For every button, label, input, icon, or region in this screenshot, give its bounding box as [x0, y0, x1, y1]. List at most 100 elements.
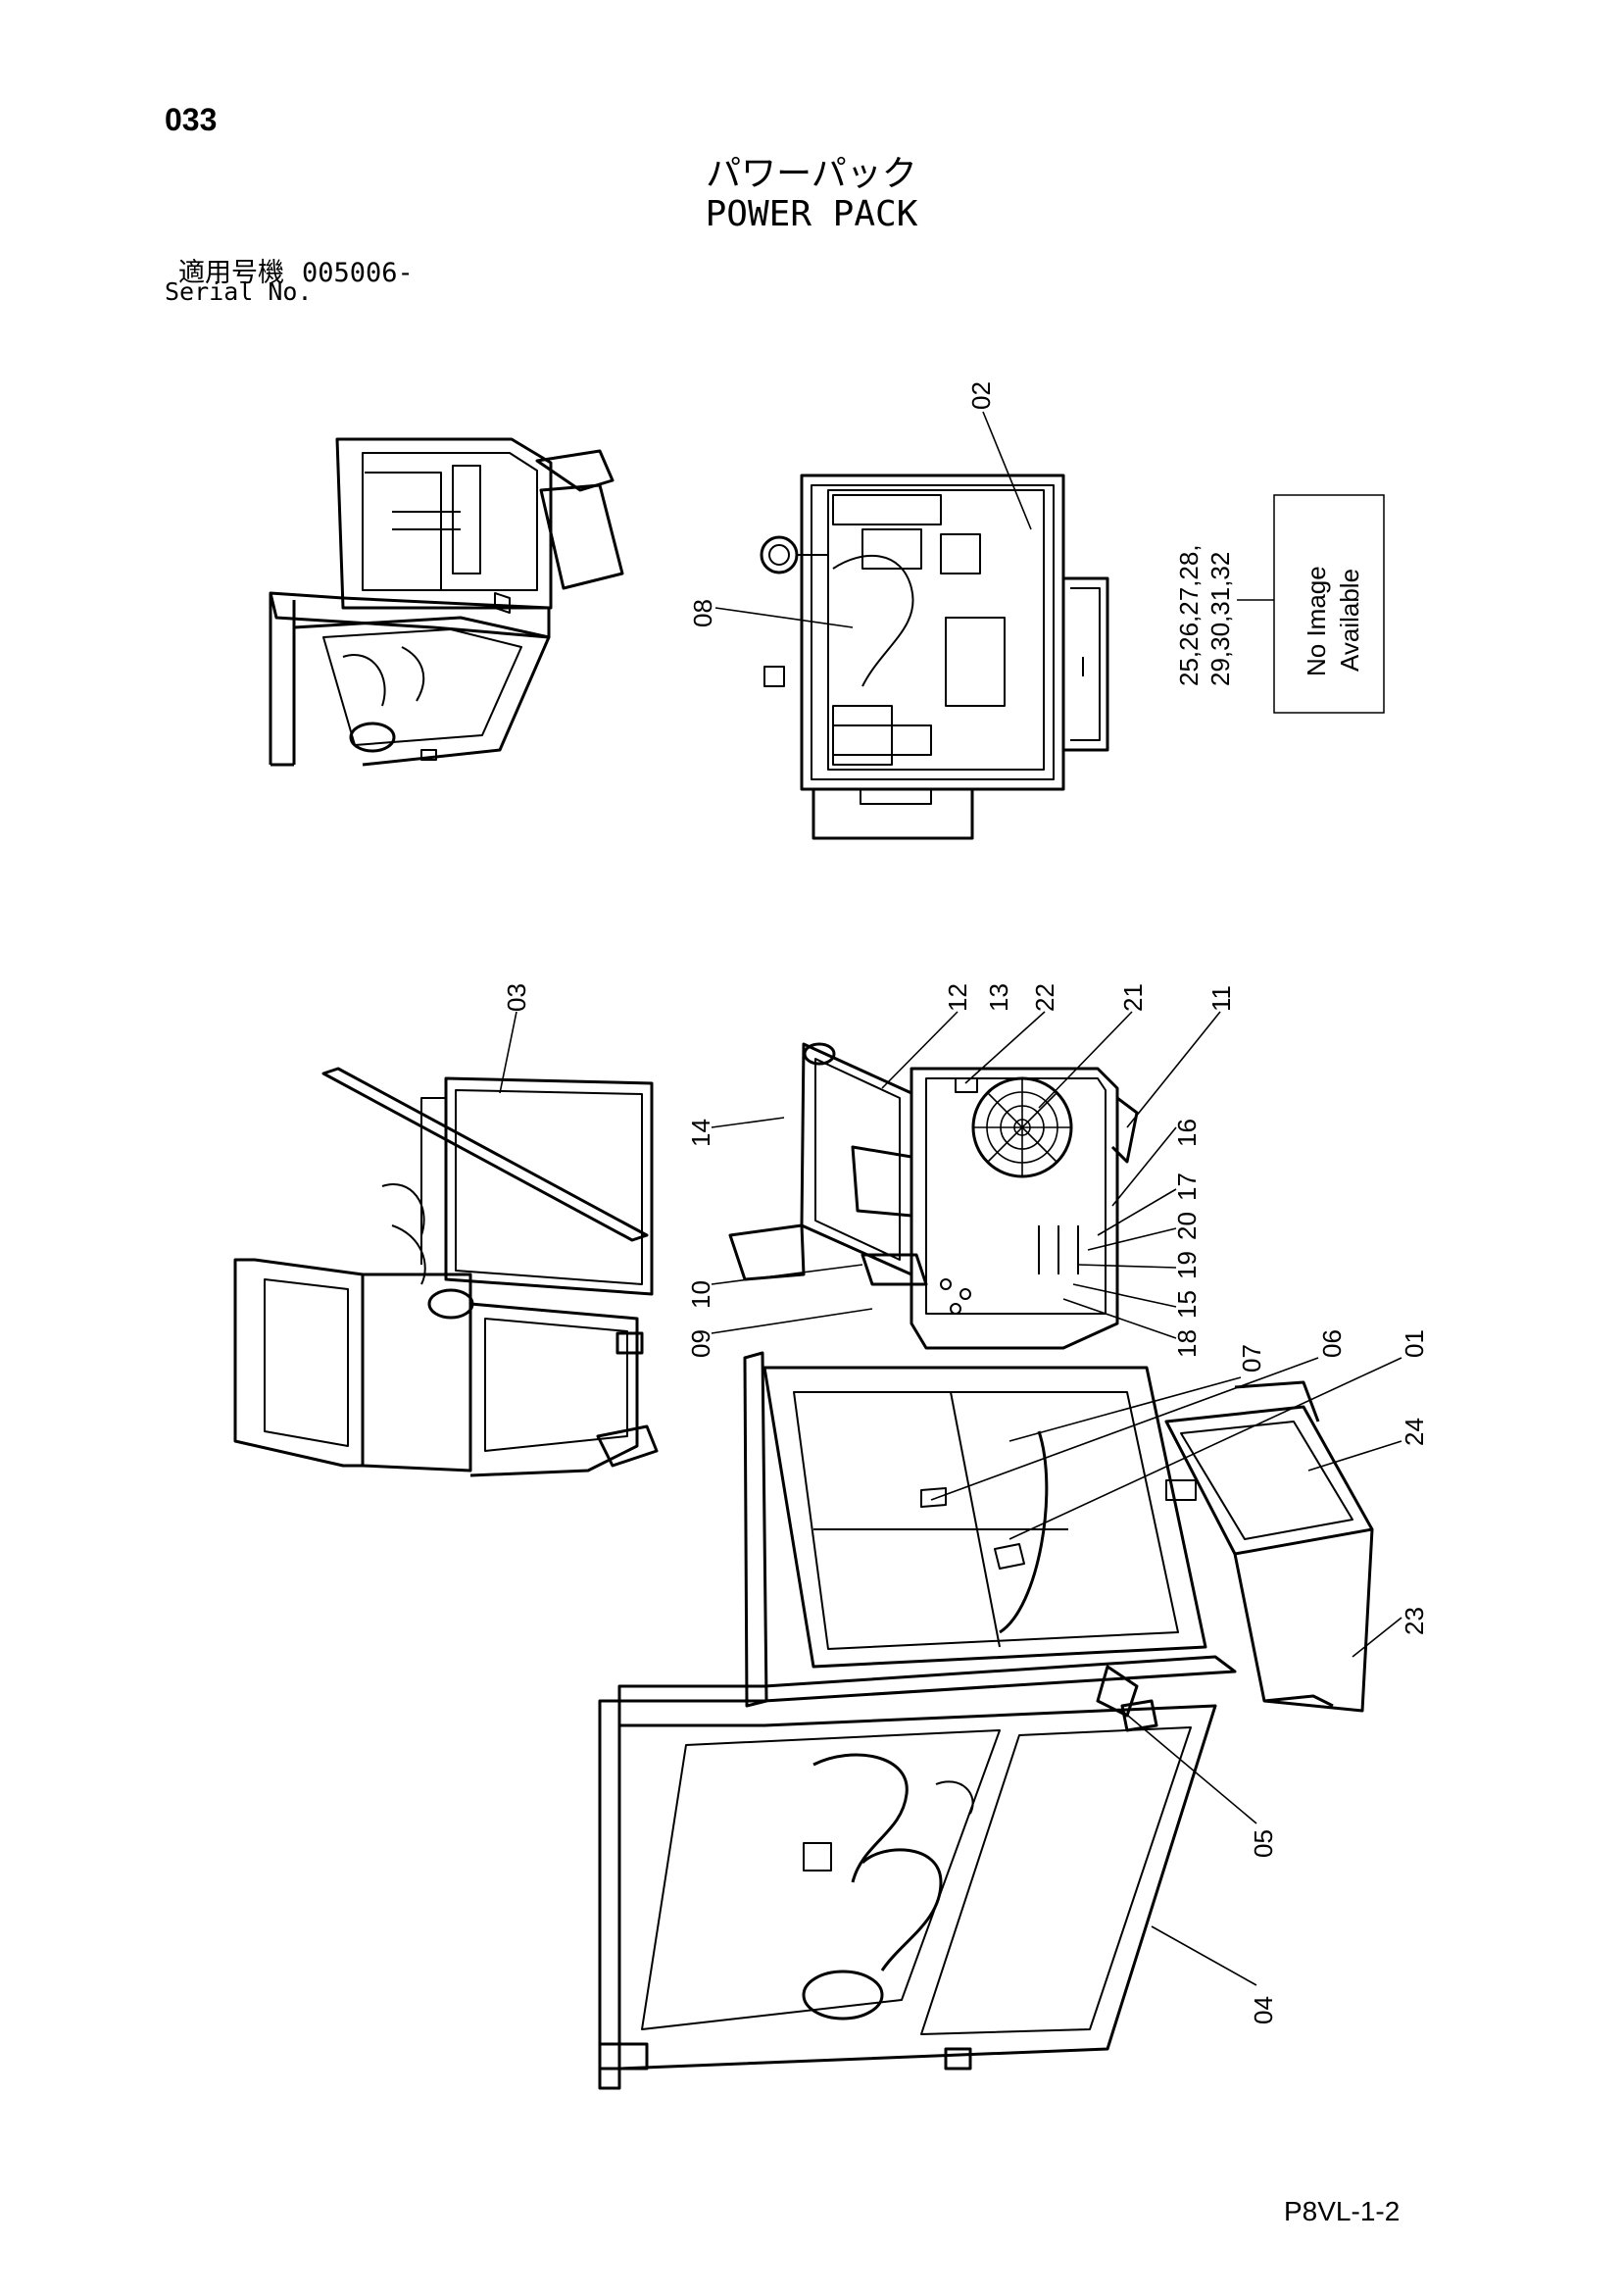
assembled-rear-side	[420, 1097, 446, 1265]
top-view-part-f	[832, 724, 932, 756]
serial-label-jp-text: 適用号機	[178, 258, 284, 288]
leader-04	[1151, 1925, 1257, 1986]
top-view-side-box-inner	[1070, 587, 1101, 741]
small-frame-pipes	[342, 646, 425, 707]
large-frame-view	[598, 1351, 1374, 2090]
page-title-japanese: パワーパック	[706, 154, 917, 194]
callouts: 02 08 03 12 13 22 21 11 14 16	[499, 381, 1429, 2024]
small-frame-lower-inner	[322, 628, 522, 746]
leader-14	[711, 1117, 785, 1128]
callout-23: 23	[1400, 1607, 1429, 1635]
small-frame-engine-part	[452, 465, 481, 574]
callout-02: 02	[966, 381, 996, 410]
leader-07	[1008, 1376, 1242, 1442]
leader-22	[964, 1011, 1046, 1084]
large-frame-pipe-3	[935, 1780, 974, 1815]
large-frame-pipe-1	[812, 1753, 909, 1883]
large-frame-rear-panel	[762, 1366, 1207, 1669]
top-view-bottom-box	[812, 789, 974, 840]
small-frame-side-tray	[539, 483, 624, 590]
assembled-diagonal-rail	[321, 1067, 649, 1242]
large-frame-front-post	[743, 1351, 768, 1708]
leader-02	[982, 411, 1032, 530]
callout-14: 14	[686, 1119, 715, 1147]
callout-11: 11	[1206, 985, 1236, 1012]
cooler-radiator-body	[910, 1067, 1119, 1350]
large-frame-left-foot	[600, 2042, 649, 2071]
large-frame-latch-2	[920, 1487, 947, 1508]
callout-05: 05	[1249, 1829, 1278, 1858]
leader-06	[930, 1357, 1319, 1501]
top-view-floor	[827, 489, 1045, 771]
large-frame-hinge-block	[1120, 1699, 1158, 1732]
small-frame-brackets	[420, 592, 511, 761]
top-view-side-box	[1063, 576, 1109, 752]
serial-label-japanese: 適用号機 005006-	[178, 251, 414, 289]
callout-07: 07	[1237, 1344, 1266, 1373]
callout-06: 06	[1317, 1329, 1347, 1358]
large-frame-pipe-2	[861, 1848, 943, 1972]
large-frame-left-post	[598, 1699, 621, 2090]
callout-17: 17	[1172, 1173, 1202, 1201]
large-frame-rear-divider	[950, 1391, 1001, 1648]
cooler-mount-block	[861, 1253, 928, 1286]
leader-17	[1097, 1188, 1177, 1236]
leader-05	[1121, 1710, 1257, 1824]
large-frame-rear-panel-inner	[793, 1391, 1179, 1650]
large-frame-side-panel	[641, 1729, 1001, 2030]
assembled-engine-box	[469, 1302, 639, 1477]
small-frame-side-box	[535, 449, 615, 492]
assembled-view	[233, 1067, 659, 1477]
top-view-part-c	[940, 533, 981, 574]
leader-11	[1126, 1011, 1221, 1128]
large-frame-bottom-bracket	[944, 2047, 972, 2071]
large-frame-top-shelf	[1234, 1380, 1320, 1423]
leader-16	[1111, 1126, 1177, 1207]
large-frame-step-tray	[1164, 1405, 1374, 1556]
callout-24: 24	[1400, 1418, 1429, 1446]
assembled-rear-panel-inner	[455, 1089, 643, 1285]
large-frame-clip	[1165, 1479, 1197, 1501]
assembled-middle-section	[362, 1273, 472, 1472]
large-frame-handle-rail	[999, 1430, 1049, 1634]
assembled-left-inner	[264, 1278, 349, 1447]
leader-01	[1008, 1357, 1402, 1540]
callout-18: 18	[1172, 1329, 1202, 1358]
top-view-small-part	[763, 666, 785, 687]
assembled-muffler	[427, 1288, 474, 1320]
assembled-bracket	[615, 1331, 644, 1355]
callout-15: 15	[1172, 1290, 1202, 1319]
callout-19: 19	[1172, 1251, 1202, 1279]
top-view	[760, 474, 1109, 840]
top-view-part-a	[832, 494, 942, 525]
leader-03	[499, 1011, 517, 1094]
large-frame-door-panel	[920, 1726, 1192, 2035]
large-frame-top-rail	[617, 1655, 1237, 1703]
leader-19	[1077, 1264, 1177, 1269]
top-view-part-d	[945, 617, 1006, 707]
no-image-placeholder: 25,26,27,28, 29,30,31,32 No Image Availa…	[1174, 494, 1385, 714]
cooler-left-plate	[728, 1223, 806, 1281]
no-image-text-line-2: Available	[1335, 569, 1364, 672]
small-frame-muffler	[349, 722, 396, 753]
callout-13: 13	[984, 983, 1013, 1012]
callout-09: 09	[686, 1329, 715, 1358]
callout-12: 12	[943, 983, 972, 1012]
top-view-frame	[800, 474, 1065, 791]
small-frame-upper-box	[335, 437, 553, 610]
serial-number-value: 005006-	[302, 258, 414, 288]
top-view-bottom-bar	[860, 789, 932, 805]
large-frame-hinge-plate	[1096, 1665, 1139, 1718]
assembled-engine-inner	[484, 1318, 628, 1452]
top-view-muffler-inner	[768, 544, 790, 566]
top-view-inner-frame	[811, 484, 1055, 780]
callout-08: 08	[688, 599, 717, 627]
leader-12	[881, 1011, 959, 1089]
assembled-left-frame	[233, 1258, 365, 1468]
callout-16: 16	[1172, 1119, 1202, 1147]
large-frame-lower-body	[618, 1704, 1217, 2071]
document-code: P8VL-1-2	[1284, 2196, 1401, 2226]
cooler-bolt-3	[950, 1303, 961, 1315]
